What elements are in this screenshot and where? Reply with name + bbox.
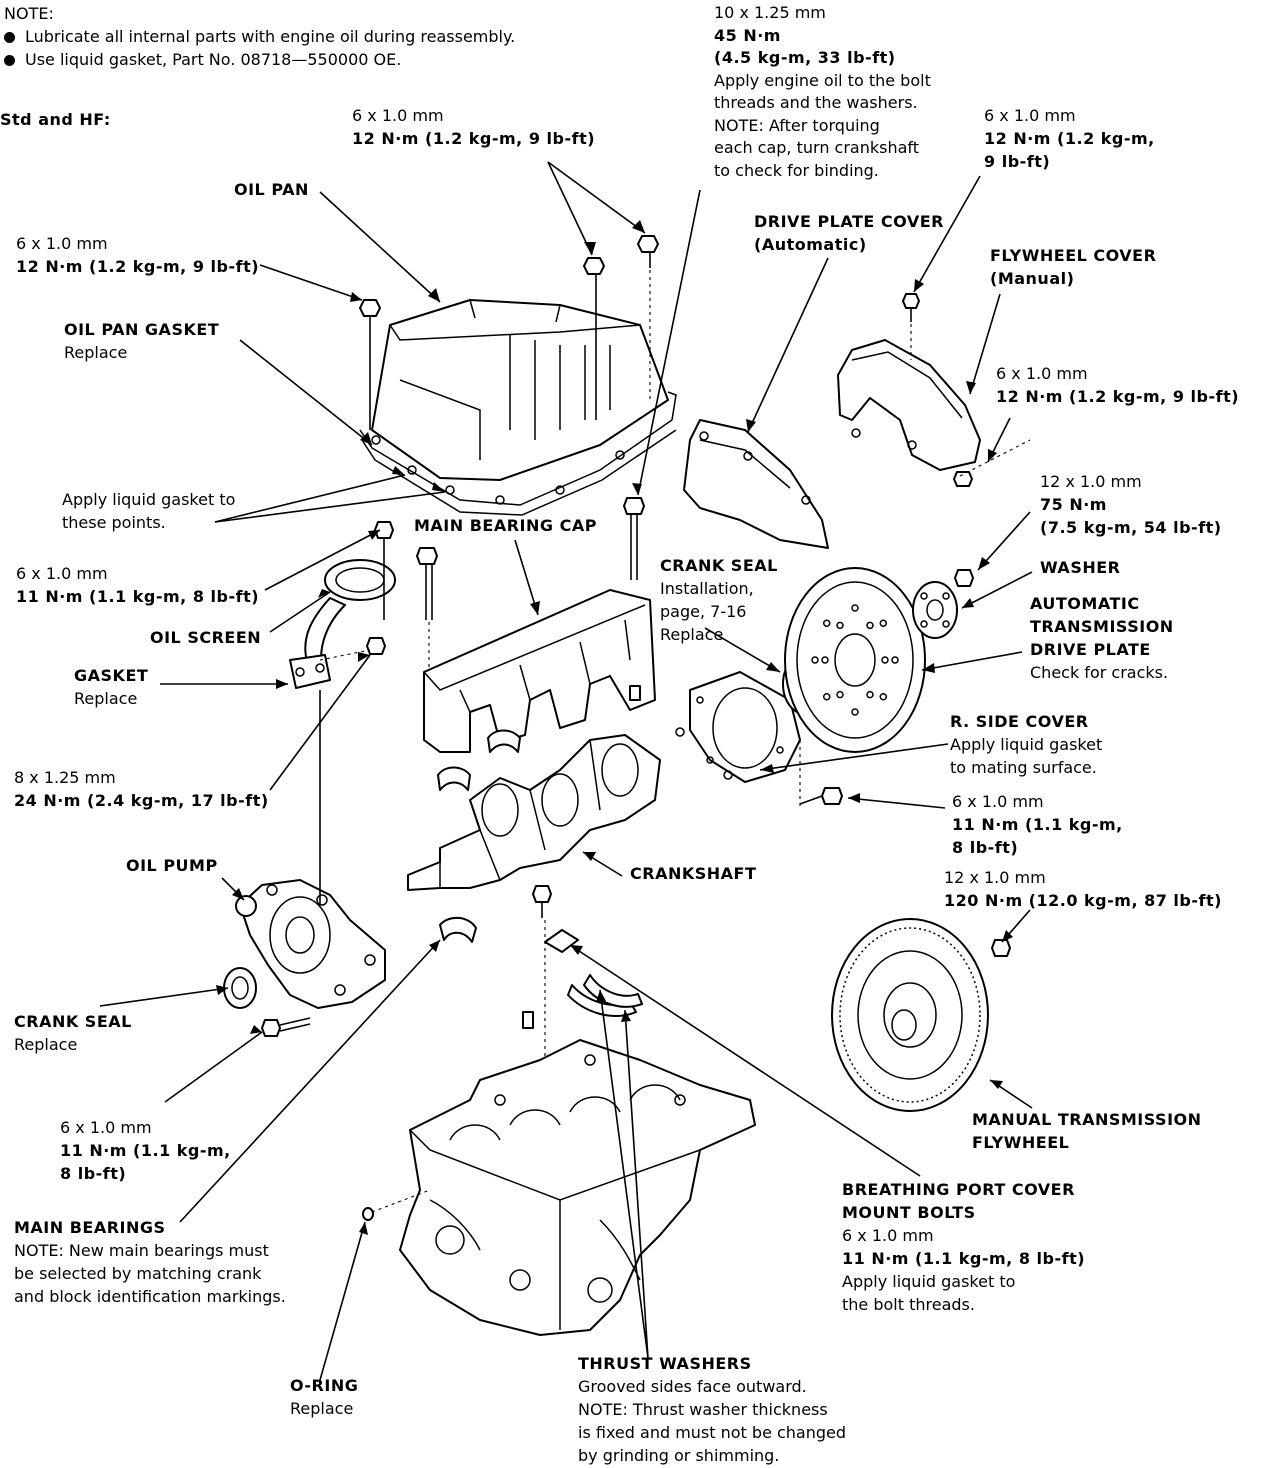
label-bolt-screen: 6 x 1.0 mm 11 N·m (1.1 kg-m, 8 lb-ft)	[16, 564, 260, 606]
label-bolt-side-cover: 6 x 1.0 mm 11 N·m (1.1 kg-m, 8 lb-ft)	[952, 792, 1123, 857]
note-heading: NOTE:	[4, 4, 54, 23]
drive-plate-hole	[851, 708, 859, 716]
thrust-washers-illustration	[567, 974, 643, 1017]
label-oil-pump: OIL PUMP	[126, 856, 218, 875]
variant-label: Std and HF:	[0, 110, 111, 129]
pump-bolt	[261, 1017, 311, 1037]
bullet-icon	[4, 55, 15, 66]
breathing-port-cover-bolt	[522, 885, 579, 1100]
arrowheads	[216, 220, 1013, 1235]
label-main-bearing-cap: MAIN BEARING CAP	[414, 516, 597, 535]
label-bolt-flywheel: 12 x 1.0 mm 120 N·m (12.0 kg-m, 87 lb-ft…	[944, 868, 1222, 910]
label-apply-gasket: Apply liquid gasket to these points.	[62, 490, 236, 532]
drive-plate-hole	[866, 690, 874, 699]
main-bearing-cap-illustration	[416, 497, 656, 753]
label-thrust-washers: THRUST WASHERS Grooved sides face outwar…	[578, 1354, 847, 1465]
label-drive-plate: AUTOMATIC TRANSMISSION DRIVE PLATE Check…	[1030, 594, 1174, 682]
oil-pan-bolts	[359, 235, 659, 430]
label-oil-screen: OIL SCREEN	[150, 628, 262, 647]
o-ring-illustration	[362, 1189, 431, 1221]
oil-screen-illustration	[289, 521, 396, 689]
flywheel-illustration	[831, 918, 1011, 1112]
label-breathing-port: BREATHING PORT COVER MOUNT BOLTS 6 x 1.0…	[842, 1180, 1086, 1314]
label-crankshaft: CRANKSHAFT	[630, 864, 757, 883]
drive-plate-hole	[836, 690, 844, 699]
label-main-bearings: MAIN BEARINGS NOTE: New main bearings mu…	[14, 1218, 286, 1306]
label-flywheel-cover: FLYWHEEL COVER (Manual)	[990, 246, 1157, 288]
oil-pump-illustration	[235, 690, 386, 1009]
label-oil-pan-gasket: OIL PAN GASKET Replace	[64, 320, 220, 362]
oil-pan-illustration	[371, 299, 669, 481]
label-o-ring: O-RING Replace	[290, 1376, 359, 1418]
oil-pan-gasket-illustration	[359, 391, 677, 516]
drive-plate-hole	[811, 656, 819, 664]
drive-plate-hole	[851, 604, 859, 612]
label-bolt-screen-2: 8 x 1.25 mm 24 N·m (2.4 kg-m, 17 lb-ft)	[14, 768, 269, 810]
drive-plate-hole	[879, 693, 888, 701]
drive-plate-hole	[822, 693, 831, 701]
drive-plate-hole	[821, 656, 829, 664]
crankshaft-illustration	[407, 734, 661, 891]
flywheel-cover-illustration	[837, 293, 1031, 487]
drive-plate-hole	[836, 621, 844, 630]
drive-plate-cover-illustration	[683, 419, 829, 549]
engine-block-illustration	[399, 1039, 756, 1336]
drive-plate-hole	[891, 656, 899, 664]
label-bolt-drive-plate: 12 x 1.0 mm 75 N·m (7.5 kg-m, 54 lb-ft)	[1040, 472, 1222, 537]
bullet-icon	[4, 32, 15, 43]
label-bolt-pan-top: 6 x 1.0 mm 12 N·m (1.2 kg-m, 9 lb-ft)	[352, 106, 596, 148]
drive-plate-hole	[879, 619, 888, 627]
label-bolt-flycover-top: 6 x 1.0 mm 12 N·m (1.2 kg-m, 9 lb-ft)	[984, 106, 1155, 171]
label-washer: WASHER	[1040, 558, 1121, 577]
label-r-side-cover: R. SIDE COVER Apply liquid gasket to mat…	[950, 712, 1103, 777]
note-item: Lubricate all internal parts with engine…	[4, 25, 515, 48]
label-bolt-pump: 6 x 1.0 mm 11 N·m (1.1 kg-m, 8 lb-ft)	[60, 1118, 231, 1183]
r-side-cover-illustration	[675, 671, 843, 810]
leader-lines	[99, 161, 1033, 1381]
label-oil-pan: OIL PAN	[234, 180, 309, 199]
washer-illustration	[912, 569, 974, 639]
label-drive-plate-cover: DRIVE PLATE COVER (Automatic)	[754, 212, 944, 254]
label-crank-seal-right: CRANK SEAL Installation, page, 7-16 Repl…	[660, 556, 778, 644]
label-bolt-flycover-side: 6 x 1.0 mm 12 N·m (1.2 kg-m, 9 lb-ft)	[996, 364, 1240, 406]
drive-plate-illustration	[784, 567, 926, 753]
lower-bearing-shell	[439, 916, 477, 943]
label-crank-seal-left: CRANK SEAL Replace	[14, 1012, 132, 1054]
drive-plate-hole	[881, 656, 889, 664]
label-flywheel: MANUAL TRANSMISSION FLYWHEEL	[972, 1110, 1202, 1152]
upper-bearing-shells	[437, 729, 521, 791]
drive-plate-hole	[866, 621, 874, 630]
note-item: Use liquid gasket, Part No. 08718—550000…	[4, 48, 515, 71]
label-bolt-cap-top: 10 x 1.25 mm 45 N·m (4.5 kg-m, 33 lb-ft)…	[714, 3, 931, 180]
crank-seal-left-illustration	[223, 967, 257, 1009]
label-bolt-pan-left: 6 x 1.0 mm 12 N·m (1.2 kg-m, 9 lb-ft)	[16, 234, 260, 276]
drive-plate-hole	[822, 619, 831, 627]
label-gasket: GASKET Replace	[74, 666, 149, 708]
note-block: NOTE: Lubricate all internal parts with …	[4, 2, 515, 71]
